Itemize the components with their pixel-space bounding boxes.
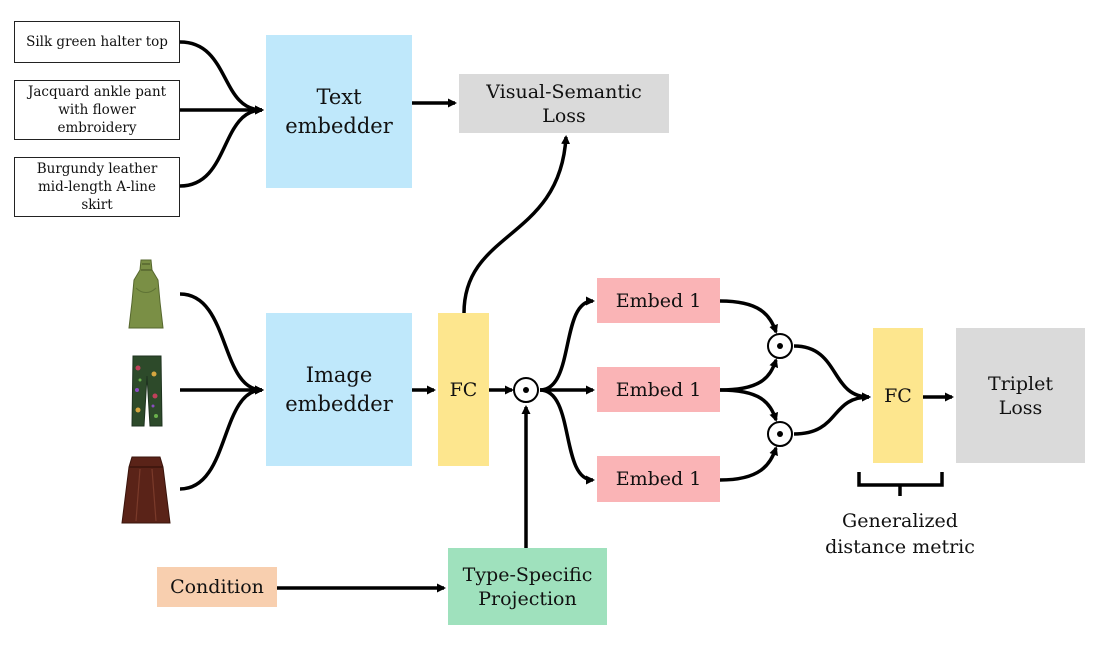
floral-pants-icon	[131, 355, 163, 427]
product-node-b	[767, 421, 793, 447]
leather-skirt-icon	[121, 456, 171, 524]
product-node-a	[767, 333, 793, 359]
halter-top-icon	[128, 259, 164, 329]
fc-block-2: FC	[873, 328, 923, 463]
arrow-image3-to-image-embedder	[179, 385, 264, 491]
type-specific-projection-block: Type-Specific Projection	[448, 548, 607, 625]
arrow-phrase1-to-text-embedder	[179, 40, 264, 115]
text-embedder-block: Text embedder	[266, 35, 412, 188]
text-input-halter-top: Silk green halter top	[14, 21, 180, 63]
arrow-phrase3-to-text-embedder	[179, 105, 264, 188]
embed-block-top: Embed 1	[597, 278, 720, 323]
arrow-embed-top-to-product-a	[719, 299, 778, 334]
triplet-loss-block: Triplet Loss	[956, 328, 1085, 463]
visual-semantic-loss-block: Visual-Semantic Loss	[459, 74, 669, 133]
arrow-product-a-to-fc2	[793, 344, 871, 402]
text-input-leather-skirt: Burgundy leather mid-length A-line skirt	[14, 157, 180, 217]
distance-metric-brace	[857, 472, 944, 496]
arrow-image1-to-image-embedder	[179, 292, 264, 395]
embed-block-mid: Embed 1	[597, 367, 720, 412]
arrow-fc-to-vs-loss	[462, 135, 571, 314]
arrow-product-to-embed-bottom	[539, 388, 595, 485]
generalized-distance-metric-label: Generalized distance metric	[825, 510, 975, 558]
condition-block: Condition	[157, 567, 277, 607]
fc-block-1: FC	[438, 313, 489, 466]
arrow-embed-mid-to-product-b	[719, 388, 779, 422]
image-embedder-block: Image embedder	[266, 313, 412, 466]
embed-block-bottom: Embed 1	[597, 456, 720, 502]
arrow-embed-mid-to-product-a	[719, 358, 779, 392]
arrow-embed-bottom-to-product-b	[719, 446, 778, 482]
arrow-product-b-to-fc2	[793, 392, 871, 436]
arrow-product-to-embed-top	[539, 296, 595, 392]
product-node-main	[513, 377, 539, 403]
text-input-ankle-pant: Jacquard ankle pant with flower embroide…	[14, 80, 180, 140]
